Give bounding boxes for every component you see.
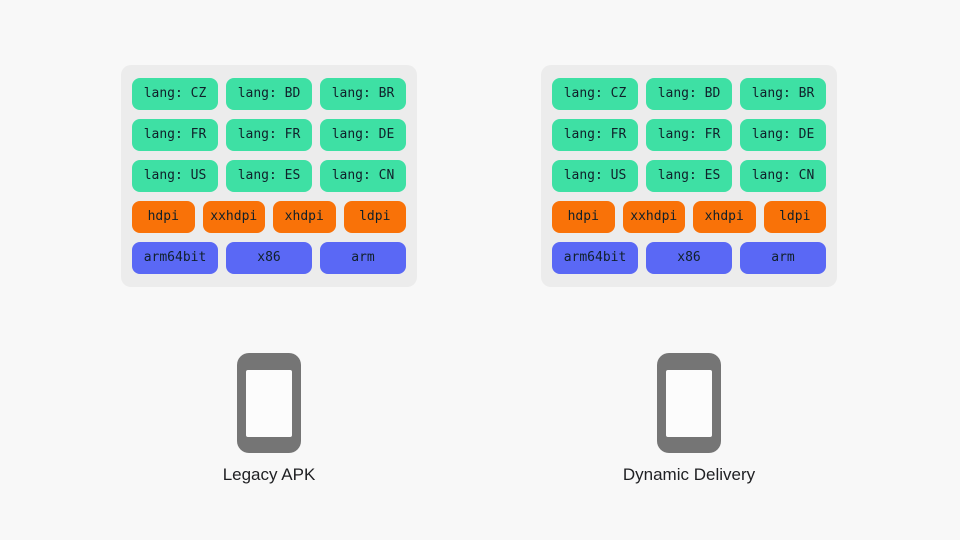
density-chip: hdpi <box>552 201 615 233</box>
lang-row-1: lang: CZ lang: BD lang: BR <box>132 78 406 110</box>
abi-chip: arm <box>320 242 406 274</box>
lang-chip: lang: FR <box>132 119 218 151</box>
lang-row-1: lang: CZ lang: BD lang: BR <box>552 78 826 110</box>
abi-row: arm64bit x86 arm <box>552 242 826 274</box>
lang-chip: lang: CZ <box>552 78 638 110</box>
abi-chip: arm <box>740 242 826 274</box>
phone-screen <box>666 370 712 437</box>
lang-chip: lang: BD <box>646 78 732 110</box>
density-chip: xxhdpi <box>622 201 685 233</box>
legacy-apk-column: lang: CZ lang: BD lang: BR lang: FR lang… <box>121 65 417 485</box>
lang-chip: lang: CZ <box>132 78 218 110</box>
dynamic-delivery-config-panel: lang: CZ lang: BD lang: BR lang: FR lang… <box>541 65 837 287</box>
legacy-apk-config-panel: lang: CZ lang: BD lang: BR lang: FR lang… <box>121 65 417 287</box>
legacy-apk-caption: Legacy APK <box>222 465 316 484</box>
lang-chip: lang: CN <box>320 160 406 192</box>
abi-chip: x86 <box>646 242 732 274</box>
density-chip: xhdpi <box>693 201 756 233</box>
lang-chip: lang: ES <box>226 160 312 192</box>
abi-chip: arm64bit <box>132 242 218 274</box>
lang-chip: lang: BD <box>226 78 312 110</box>
density-chip: xxhdpi <box>202 201 265 233</box>
lang-chip: lang: US <box>132 160 218 192</box>
dynamic-delivery-caption: Dynamic Delivery <box>622 465 756 484</box>
density-chip: ldpi <box>763 201 826 233</box>
lang-chip: lang: ES <box>646 160 732 192</box>
abi-chip: x86 <box>226 242 312 274</box>
abi-row: arm64bit x86 arm <box>132 242 406 274</box>
lang-row-2: lang: FR lang: FR lang: DE <box>132 119 406 151</box>
lang-chip: lang: DE <box>740 119 826 151</box>
lang-chip: lang: FR <box>552 119 638 151</box>
lang-chip: lang: DE <box>320 119 406 151</box>
lang-chip: lang: FR <box>646 119 732 151</box>
lang-chip: lang: BR <box>320 78 406 110</box>
lang-chip: lang: CN <box>740 160 826 192</box>
lang-chip: lang: US <box>552 160 638 192</box>
abi-chip: arm64bit <box>552 242 638 274</box>
lang-chip: lang: BR <box>740 78 826 110</box>
dynamic-delivery-column: lang: CZ lang: BD lang: BR lang: FR lang… <box>541 65 837 485</box>
lang-chip: lang: FR <box>226 119 312 151</box>
density-chip: xhdpi <box>273 201 336 233</box>
density-row: hdpi xxhdpi xhdpi ldpi <box>132 201 406 233</box>
phone-icon <box>657 353 721 453</box>
density-chip: ldpi <box>343 201 406 233</box>
density-chip: hdpi <box>132 201 195 233</box>
lang-row-2: lang: FR lang: FR lang: DE <box>552 119 826 151</box>
lang-row-3: lang: US lang: ES lang: CN <box>552 160 826 192</box>
lang-row-3: lang: US lang: ES lang: CN <box>132 160 406 192</box>
density-row: hdpi xxhdpi xhdpi ldpi <box>552 201 826 233</box>
phone-screen <box>246 370 292 437</box>
phone-icon <box>237 353 301 453</box>
